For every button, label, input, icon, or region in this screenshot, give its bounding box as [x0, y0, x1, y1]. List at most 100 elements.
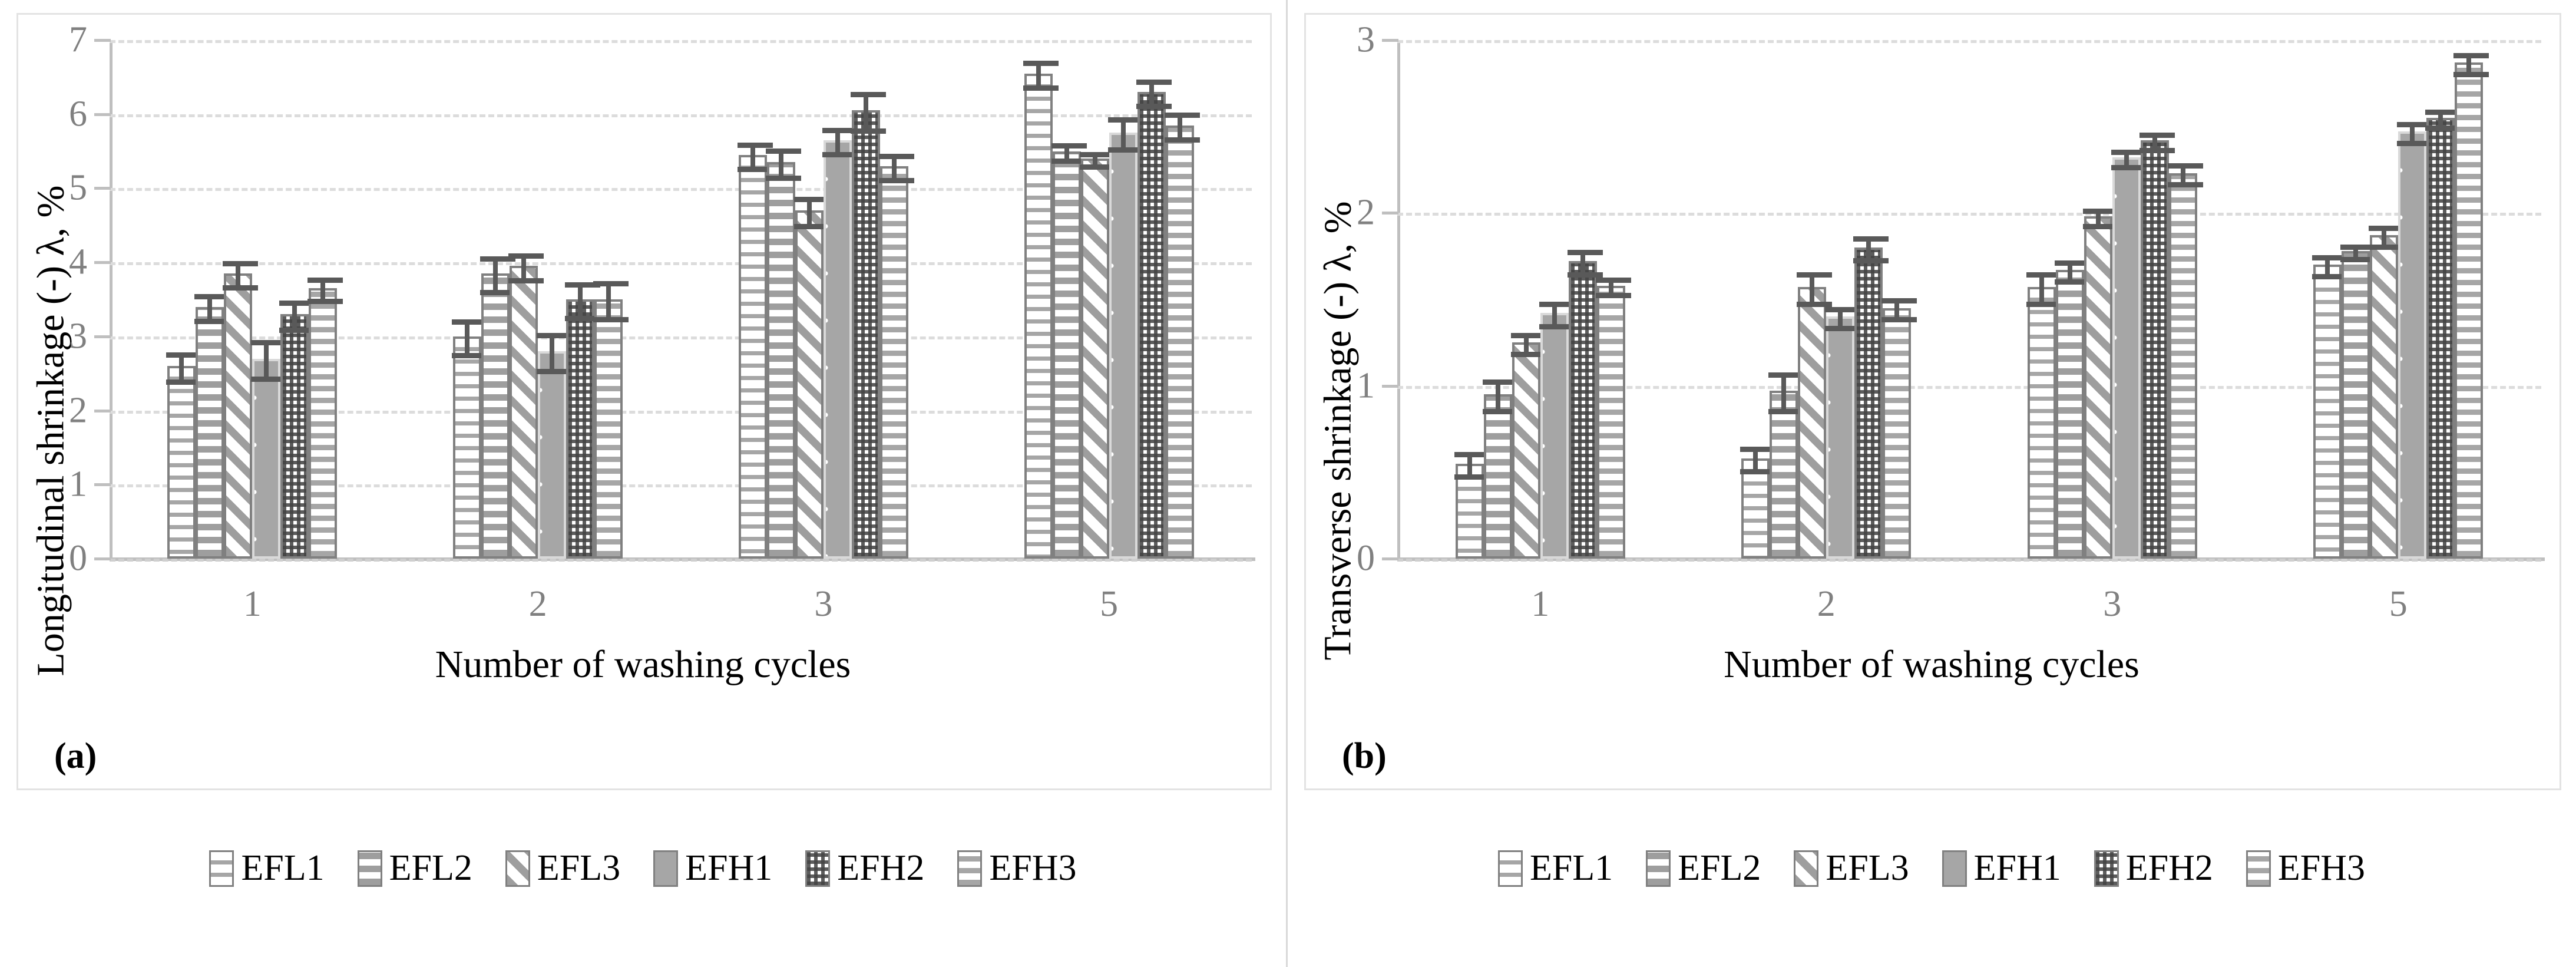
- bar-EFL1-2[interactable]: [452, 319, 488, 559]
- bar-EFH3-3[interactable]: [878, 153, 914, 559]
- error-bar: [850, 92, 886, 134]
- bar-EFL1-1[interactable]: [166, 352, 202, 559]
- y-tick-label-7: 7: [69, 19, 87, 60]
- bar-EFL3-3[interactable]: [2082, 208, 2118, 559]
- legend-item-EFH3[interactable]: EFH3: [957, 847, 1077, 889]
- bar-EFH2-3[interactable]: [2139, 132, 2175, 559]
- bar-EFL1-3[interactable]: [2026, 272, 2062, 559]
- bar-EFL2-2[interactable]: [480, 256, 516, 559]
- error-bar: [223, 260, 259, 291]
- error-cap-top: [194, 294, 230, 300]
- bar-EFL3-5[interactable]: [2369, 225, 2405, 559]
- bar-EFH1-2[interactable]: [537, 332, 573, 559]
- error-cap-bottom: [223, 285, 259, 291]
- legend-item-EFL3[interactable]: EFL3: [505, 847, 620, 889]
- bar-EFH2-5[interactable]: [2425, 110, 2461, 559]
- error-cap-bottom: [307, 298, 343, 304]
- bar-slot: [2453, 40, 2489, 559]
- error-bar: [279, 300, 315, 333]
- bar-EFL2-3[interactable]: [765, 148, 801, 559]
- bar-EFH2-1[interactable]: [1567, 250, 1603, 559]
- error-bar: [1482, 379, 1518, 414]
- bar-EFH3-3[interactable]: [2167, 163, 2203, 559]
- bar-EFL2-3[interactable]: [2054, 260, 2090, 559]
- bar-EFL1-5[interactable]: [2312, 255, 2348, 559]
- bar-EFH1-3[interactable]: [2111, 149, 2147, 559]
- y-tick-0: [94, 557, 111, 560]
- error-cap-top: [1595, 277, 1631, 283]
- error-cap-top: [508, 253, 544, 259]
- bar-EFH3-1[interactable]: [1595, 277, 1631, 559]
- error-cap-top: [1023, 61, 1059, 67]
- bar-EFL1-2[interactable]: [1740, 447, 1776, 559]
- bar-EFL1-5[interactable]: [1023, 61, 1059, 559]
- bar-EFL2-5[interactable]: [2340, 245, 2376, 559]
- bar-EFH2-3[interactable]: [850, 92, 886, 559]
- error-cap-bottom: [2054, 279, 2090, 285]
- bar-EFH1-5[interactable]: [1107, 117, 1143, 559]
- error-bar: [878, 153, 914, 183]
- bar-EFL3-2[interactable]: [508, 253, 544, 559]
- bar-EFL2-1[interactable]: [1482, 379, 1518, 559]
- error-cap-bottom: [737, 167, 773, 172]
- bar-EFL3-3[interactable]: [793, 196, 829, 559]
- error-cap-bottom: [1853, 258, 1889, 264]
- bar-groups: [110, 40, 1252, 559]
- error-bar: [1853, 236, 1889, 264]
- bar-EFH3-5[interactable]: [2453, 52, 2489, 559]
- bar-EFH2-5[interactable]: [1136, 79, 1172, 559]
- bar-EFH1-2[interactable]: [1825, 306, 1861, 559]
- x-tick-label-1: 1: [243, 584, 262, 624]
- bar-EFH2-2[interactable]: [1853, 236, 1889, 559]
- bar-EFH1-3[interactable]: [822, 127, 858, 559]
- bar-EFH3-1[interactable]: [307, 277, 343, 559]
- bar-EFL2-1[interactable]: [194, 294, 230, 559]
- legend-item-EFH2[interactable]: EFH2: [2094, 847, 2213, 889]
- bar-EFH2-2[interactable]: [565, 282, 601, 559]
- legend-item-EFL2[interactable]: EFL2: [1646, 847, 1761, 889]
- legend-label-EFH2: EFH2: [2125, 848, 2213, 888]
- x-tick-label-2: 2: [1817, 584, 1836, 624]
- legend-item-EFH3[interactable]: EFH3: [2246, 847, 2365, 889]
- legend-item-EFH1[interactable]: EFH1: [653, 847, 772, 889]
- bar-EFL2-5[interactable]: [1051, 143, 1087, 559]
- legend-item-EFL2[interactable]: EFL2: [357, 847, 472, 889]
- bar-group-2: [1740, 40, 1917, 559]
- legend-item-EFL3[interactable]: EFL3: [1794, 847, 1909, 889]
- legend-item-EFH2[interactable]: EFH2: [805, 847, 924, 889]
- panel-b-legend: EFL1 EFL2 EFL3 EFH1 EFH2 EFH3: [1288, 847, 2575, 889]
- bar-EFH3-2[interactable]: [593, 280, 629, 559]
- bar-EFL1-1[interactable]: [1454, 452, 1490, 559]
- legend-item-EFL1[interactable]: EFL1: [209, 847, 325, 889]
- gridline-1: [1397, 385, 2541, 389]
- panel-a-legend: EFL1 EFL2 EFL3 EFH1 EFH2 EFH3: [0, 847, 1286, 889]
- error-bar: [2139, 132, 2175, 153]
- bar-EFH2-1[interactable]: [279, 300, 315, 559]
- bar-slot: [1595, 40, 1631, 559]
- error-cap-bottom: [1164, 137, 1200, 143]
- error-cap-top: [1510, 332, 1546, 338]
- error-bar: [1567, 250, 1603, 278]
- legend-swatch-EFH2: [2094, 850, 2119, 887]
- bar-slot: [878, 40, 914, 559]
- bar-EFL3-1[interactable]: [223, 260, 259, 559]
- bar-EFH1-5[interactable]: [2397, 121, 2433, 559]
- bar-EFH3-2[interactable]: [1881, 298, 1917, 559]
- bar-EFL3-1[interactable]: [1510, 332, 1546, 559]
- bar-EFL3-2[interactable]: [1797, 272, 1833, 559]
- legend-item-EFL1[interactable]: EFL1: [1497, 847, 1613, 889]
- error-cap-bottom: [1539, 324, 1575, 329]
- y-tick-label-0: 0: [1357, 538, 1375, 579]
- error-cap-top: [2397, 121, 2433, 127]
- bar-EFL1-3[interactable]: [737, 142, 773, 559]
- bar-EFH3-5[interactable]: [1164, 113, 1200, 559]
- bar-EFL2-2[interactable]: [1768, 372, 1804, 559]
- bar-slot: [1023, 40, 1059, 559]
- bar-EFL3-5[interactable]: [1079, 152, 1115, 559]
- legend-item-EFH1[interactable]: EFH1: [1942, 847, 2061, 889]
- bar-EFH1-1[interactable]: [251, 340, 287, 559]
- bar-EFH1-1[interactable]: [1539, 302, 1575, 559]
- panel-b-tag: (b): [1342, 736, 1387, 776]
- error-cap-top: [2312, 255, 2348, 260]
